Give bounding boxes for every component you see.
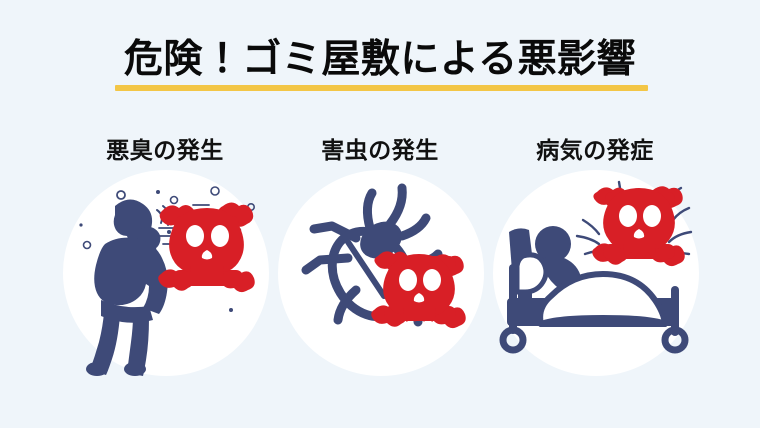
title-underline <box>115 85 648 91</box>
page-title: 危険！ゴミ屋敷による悪影響 <box>123 38 637 81</box>
sick-person-in-hospital-bed-with-skull-icon <box>493 170 699 376</box>
panel-pest: 害虫の発生 <box>262 0 498 428</box>
panel-label-odor: 悪臭の発生 <box>106 137 224 163</box>
panel-label-pest: 害虫の発生 <box>321 137 439 163</box>
person-holding-nose-with-skull-icon <box>63 170 269 376</box>
panel-illness: 病気の発症 <box>477 0 713 428</box>
insect-bug-with-skull-icon <box>278 170 484 376</box>
panel-label-illness: 病気の発症 <box>536 137 654 163</box>
panel-odor: 悪臭の発生 <box>47 0 283 428</box>
title-block: 危険！ゴミ屋敷による悪影響 <box>0 36 760 84</box>
